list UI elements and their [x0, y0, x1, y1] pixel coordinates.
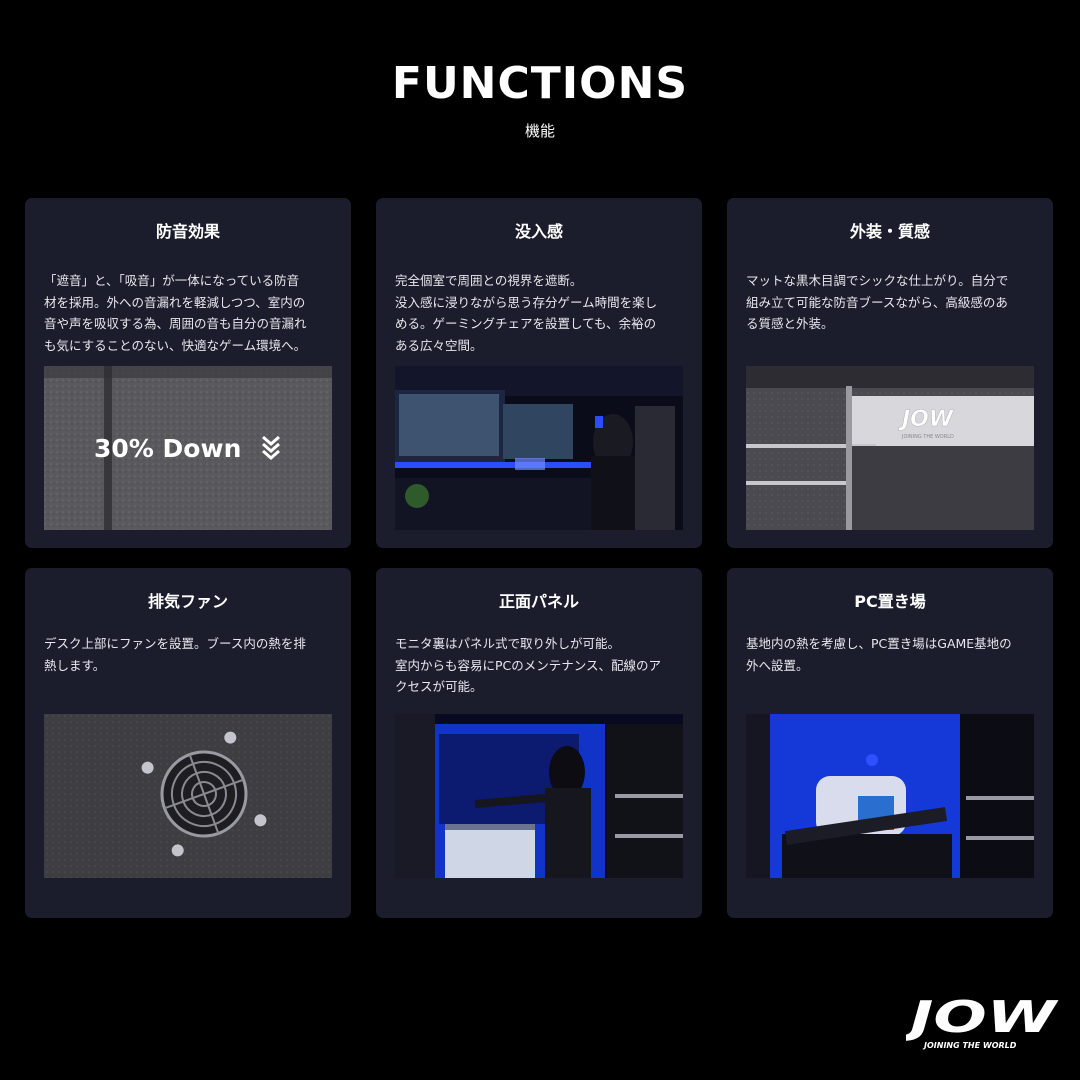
front-panel-image [395, 714, 683, 878]
feature-card-pc-space: PC置き場 基地内の熱を考慮し、PC置き場はGAME基地の 外へ設置。 [727, 568, 1053, 918]
feature-card-immersion: 没入感 完全個室で周囲との視界を遮断。 没入感に浸りながら思う存分ゲーム時間を楽… [376, 198, 702, 548]
gaming-setup-image [395, 366, 683, 530]
booth-logo-tagline: JOINING THE WORLD [901, 434, 954, 440]
triple-chevron-down-icon [262, 435, 280, 460]
feature-card-soundproofing: 防音効果 「遮音」と、「吸音」が一体になっている防音 材を採用。外への音漏れを軽… [25, 198, 351, 548]
card-description: 「遮音」と、「吸音」が一体になっている防音 材を採用。外への音漏れを軽減しつつ、… [44, 273, 307, 353]
pc-space-image [746, 714, 1034, 878]
feature-card-exhaust-fan: 排気ファン デスク上部にファンを設置。ブース内の熱を排 熱します。 [25, 568, 351, 918]
feature-card-exterior: 外装・質感 マットな黒木目調でシックな仕上がり。自分で 組み立て可能な防音ブース… [727, 198, 1053, 548]
card-title: 防音効果 [155, 222, 220, 241]
brand-logo: JOW JOINING THE WORLD [899, 990, 1060, 1052]
card-title: 正面パネル [498, 592, 579, 611]
booth-interior-image: JOW JOINING THE WORLD [746, 366, 1034, 530]
card-description: 完全個室で周囲との視界を遮断。 没入感に浸りながら思う存分ゲーム時間を楽し める… [395, 273, 658, 353]
page-subtitle: 機能 [524, 122, 555, 140]
functions-grid: 防音効果 「遮音」と、「吸音」が一体になっている防音 材を採用。外への音漏れを軽… [25, 198, 1053, 918]
card-title: 排気ファン [147, 592, 228, 611]
card-description: モニタ裏はパネル式で取り外しが可能。 室内からも容易にPCのメンテナンス、配線の… [395, 636, 662, 694]
card-title: PC置き場 [854, 592, 926, 611]
brand-logo-text: JOW [906, 992, 1060, 1043]
card-title: 外装・質感 [849, 222, 930, 241]
image-overlay-text: 30% Down [94, 434, 241, 463]
card-title: 没入感 [514, 222, 563, 241]
card-description: マットな黒木目調でシックな仕上がり。自分で 組み立て可能な防音ブースながら、高級… [746, 273, 1009, 331]
feature-card-front-panel: 正面パネル モニタ裏はパネル式で取り外しが可能。 室内からも容易にPCのメンテナ… [376, 568, 702, 918]
card-description: 基地内の熱を考慮し、PC置き場はGAME基地の 外へ設置。 [746, 636, 1012, 673]
card-description: デスク上部にファンを設置。ブース内の熱を排 熱します。 [44, 636, 306, 673]
fan-icon [141, 731, 267, 857]
soundproof-foam-image: 30% Down [44, 366, 332, 530]
exhaust-fan-image [44, 714, 332, 878]
page-title: FUNCTIONS [391, 58, 689, 109]
booth-logo-text: JOW [898, 407, 955, 432]
brand-tagline: JOINING THE WORLD [922, 1041, 1017, 1050]
